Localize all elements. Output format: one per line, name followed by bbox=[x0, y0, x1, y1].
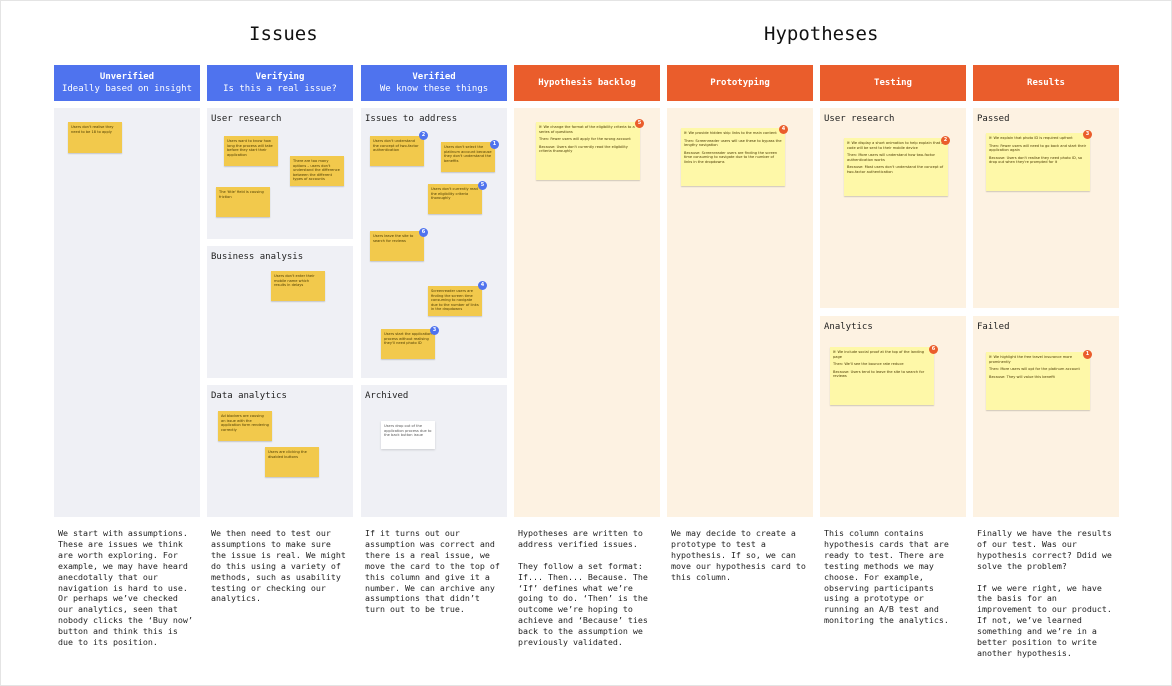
priority-badge: 5 bbox=[478, 181, 487, 190]
panel-title: Business analysis bbox=[211, 252, 304, 262]
panel-title: Failed bbox=[977, 322, 1010, 332]
panel-hypothesis-backlog: If: We change the format of the eligibil… bbox=[514, 108, 660, 517]
sticky-note[interactable]: Screenreader users are finding the scree… bbox=[428, 286, 482, 316]
section-title-hypotheses: Hypotheses bbox=[764, 23, 879, 45]
panel-results-passed: Passed If: We explain that photo ID is r… bbox=[973, 108, 1119, 308]
column-header-hypothesis-backlog[interactable]: Hypothesis backlog bbox=[514, 65, 660, 101]
sticky-note[interactable]: Users don't enter their mobile name whic… bbox=[271, 271, 325, 301]
column-title: Verified bbox=[412, 72, 456, 82]
priority-badge: 4 bbox=[779, 125, 788, 134]
sticky-note[interactable]: Users don't realise they need to be 18 t… bbox=[68, 122, 122, 153]
sticky-note[interactable]: Users leave the site to search for revie… bbox=[370, 231, 424, 261]
column-header-unverified[interactable]: Unverified Ideally based on insight bbox=[54, 65, 200, 101]
priority-badge: 3 bbox=[430, 326, 439, 335]
panel-results-failed: Failed If: We highlight the free travel … bbox=[973, 316, 1119, 517]
hypothesis-card[interactable]: If: We change the format of the eligibil… bbox=[536, 122, 640, 180]
sticky-note-archived[interactable]: Users drop out of the application proces… bbox=[381, 421, 435, 449]
column-title: Hypothesis backlog bbox=[538, 78, 636, 88]
panel-title: Analytics bbox=[824, 322, 873, 332]
panel-title: Issues to address bbox=[365, 114, 458, 124]
sticky-note[interactable]: The 'title' field is causing friction bbox=[216, 187, 270, 217]
column-title: Prototyping bbox=[710, 78, 770, 88]
priority-badge: 1 bbox=[1083, 350, 1092, 359]
sticky-note[interactable]: Users are clicking the disabled buttons bbox=[265, 447, 319, 477]
column-header-results[interactable]: Results bbox=[973, 65, 1119, 101]
sticky-note[interactable]: Users start the application process with… bbox=[381, 329, 435, 359]
column-description-verifying: We then need to test our assumptions to … bbox=[211, 528, 346, 604]
column-subtitle: Ideally based on insight bbox=[61, 84, 193, 94]
column-header-verified[interactable]: Verified We know these things bbox=[361, 65, 507, 101]
column-description-hypothesis-backlog: Hypotheses are written to address verifi… bbox=[518, 528, 648, 648]
column-description-testing: This column contains hypothesis cards th… bbox=[824, 528, 949, 626]
column-description-verified: If it turns out our assumption was corre… bbox=[365, 528, 500, 615]
priority-badge: 6 bbox=[419, 228, 428, 237]
column-description-prototyping: We may decide to create a prototype to t… bbox=[671, 528, 806, 582]
sticky-note[interactable]: Users don't currently read the eligibili… bbox=[428, 184, 482, 214]
priority-badge: 2 bbox=[941, 136, 950, 145]
column-title: Testing bbox=[874, 78, 912, 88]
sticky-note[interactable]: Users want to know how long the process … bbox=[224, 136, 278, 166]
section-title-issues: Issues bbox=[249, 23, 318, 45]
panel-prototyping: If: We provide hidden skip links to the … bbox=[667, 108, 813, 517]
hypothesis-card[interactable]: If: We display a short animation to help… bbox=[844, 138, 948, 196]
sticky-note[interactable]: Users don't select the platinum account … bbox=[441, 142, 495, 172]
panel-title: Archived bbox=[365, 391, 409, 401]
sticky-note[interactable]: Ad blockers are causing an issue with th… bbox=[218, 411, 272, 441]
panel-testing-analytics: Analytics If: We include social proof at… bbox=[820, 316, 966, 517]
column-header-verifying[interactable]: Verifying Is this a real issue? bbox=[207, 65, 353, 101]
column-header-testing[interactable]: Testing bbox=[820, 65, 966, 101]
hypothesis-card[interactable]: If: We explain that photo ID is required… bbox=[986, 133, 1090, 191]
panel-user-research: User research Users want to know how lon… bbox=[207, 108, 353, 239]
priority-badge: 3 bbox=[1083, 130, 1092, 139]
column-subtitle: Is this a real issue? bbox=[223, 84, 337, 94]
panel-issues-to-address: Issues to address Users don't understand… bbox=[361, 108, 507, 378]
column-title: Verifying bbox=[255, 72, 305, 82]
priority-badge: 2 bbox=[419, 131, 428, 140]
panel-title: Data analytics bbox=[211, 391, 287, 401]
priority-badge: 6 bbox=[929, 345, 938, 354]
column-title: Results bbox=[1027, 78, 1065, 88]
column-description-unverified: We start with assumptions. These are iss… bbox=[58, 528, 193, 648]
column-title: Unverified bbox=[99, 72, 155, 82]
panel-business-analysis: Business analysis Users don't enter thei… bbox=[207, 246, 353, 378]
column-description-results: Finally we have the results of our test.… bbox=[977, 528, 1112, 658]
sticky-note[interactable]: There are too many options – users don't… bbox=[290, 156, 344, 186]
priority-badge: 5 bbox=[635, 119, 644, 128]
hypothesis-card[interactable]: If: We highlight the free travel insuran… bbox=[986, 352, 1090, 410]
panel-title: Passed bbox=[977, 114, 1010, 124]
priority-badge: 4 bbox=[478, 281, 487, 290]
panel-testing-user-research: User research If: We display a short ani… bbox=[820, 108, 966, 308]
panel-title: User research bbox=[211, 114, 282, 124]
column-subtitle: We know these things bbox=[379, 84, 489, 94]
panel-archived: Archived Users drop out of the applicati… bbox=[361, 385, 507, 517]
sticky-note[interactable]: Users don't understand the concept of tw… bbox=[370, 136, 424, 166]
panel-title: User research bbox=[824, 114, 895, 124]
hypothesis-card[interactable]: If: We provide hidden skip links to the … bbox=[681, 128, 785, 186]
hypothesis-card[interactable]: If: We include social proof at the top o… bbox=[830, 347, 934, 405]
priority-badge: 1 bbox=[490, 140, 499, 149]
column-header-prototyping[interactable]: Prototyping bbox=[667, 65, 813, 101]
panel-data-analytics: Data analytics Ad blockers are causing a… bbox=[207, 385, 353, 517]
panel-unverified: Users don't realise they need to be 18 t… bbox=[54, 108, 200, 517]
